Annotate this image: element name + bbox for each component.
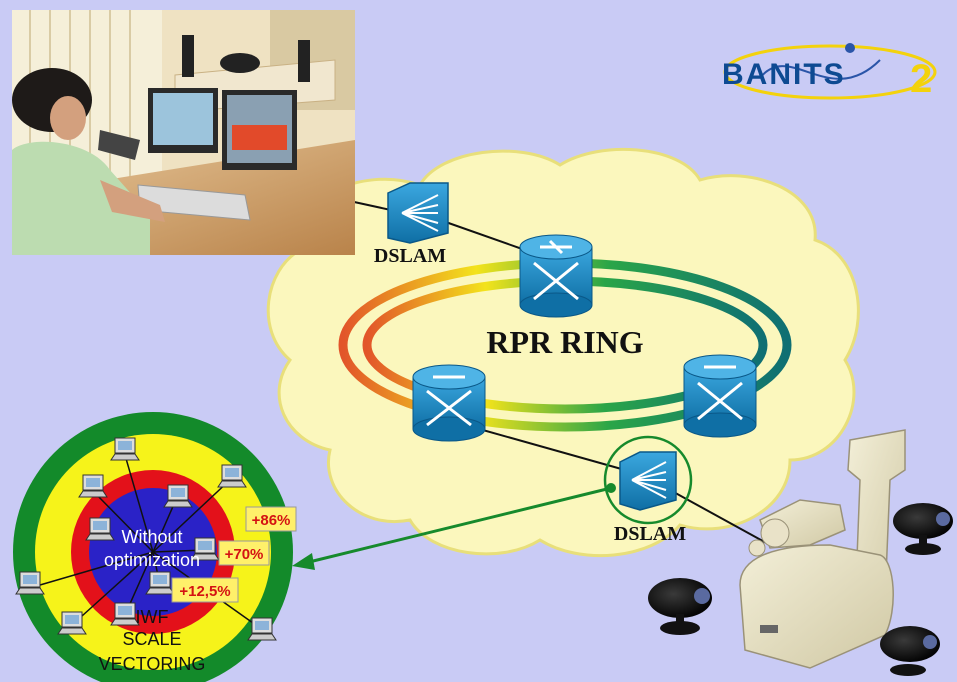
office-photo: [12, 10, 355, 255]
computer-icon: [110, 602, 140, 626]
camera-icon: [880, 626, 940, 676]
dslam-bottom-label: DSLAM: [614, 523, 686, 545]
computer-icons: [15, 437, 277, 641]
logo-suffix: 2: [910, 57, 932, 101]
camera-icon: [893, 503, 953, 555]
gain-badge-middle: +70%: [218, 540, 270, 566]
dslam-highlight-circle: [603, 435, 693, 525]
scale-label: SCALE: [122, 629, 181, 649]
gain-middle-text: +70%: [225, 546, 264, 563]
gain-badge-outer: +86%: [245, 506, 297, 532]
computer-icon: [190, 537, 220, 561]
computer-icon: [217, 464, 247, 488]
computer-icon: [85, 517, 115, 541]
router-top-icon: [519, 234, 593, 318]
robot-image: [739, 429, 906, 669]
computer-icon: [163, 484, 193, 508]
gain-inner-text: +12,5%: [179, 583, 230, 600]
router-left-icon: [412, 364, 486, 442]
computer-icon: [145, 571, 175, 595]
computer-icon: [57, 611, 87, 635]
gain-outer-text: +86%: [252, 512, 291, 529]
logo-text: BANITS: [722, 58, 846, 91]
dslam-top-icon: [387, 182, 449, 244]
banits-logo: BANITS 2: [722, 43, 937, 101]
network-cloud: [266, 147, 860, 558]
dslam-bottom-icon: [619, 451, 677, 511]
optimization-label: optimization: [104, 550, 200, 570]
arrow-to-rings: [292, 483, 616, 570]
iwf-label: IWF: [136, 607, 169, 627]
without-label: Without: [121, 527, 182, 547]
camera-icon: [648, 578, 712, 635]
gain-badge-inner: +12,5%: [171, 577, 239, 603]
computer-icon: [15, 571, 45, 595]
computer-icon: [110, 437, 140, 461]
ring-label: RPR RING: [486, 324, 643, 360]
router-right-icon: [683, 354, 757, 438]
vectoring-label: VECTORING: [99, 654, 206, 674]
computer-icon: [78, 474, 108, 498]
computer-icon: [247, 617, 277, 641]
dslam-top-label: DSLAM: [374, 245, 446, 267]
